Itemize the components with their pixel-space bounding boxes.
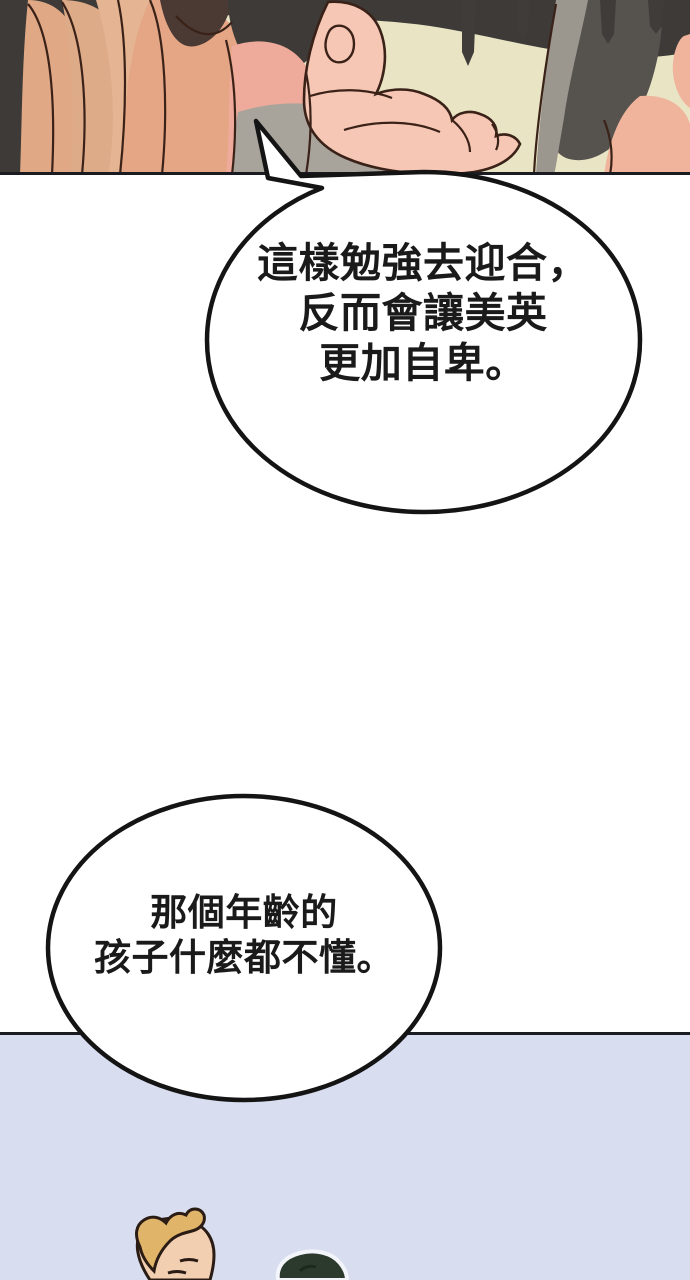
bottom-panel-background xyxy=(0,1035,690,1280)
figure-left-hair-dark xyxy=(160,0,232,47)
dark-haired-character-head xyxy=(275,1249,350,1280)
right-figure-arm-upper xyxy=(672,34,690,108)
thumb-crease xyxy=(324,24,356,64)
dark-hair-highlight xyxy=(298,1264,317,1273)
bottom-panel-artwork xyxy=(0,1035,690,1280)
blond-hair xyxy=(135,1207,206,1275)
blond-eye xyxy=(167,1270,187,1275)
bubble-lower-text: 那個年齡的 孩子什麼都不懂。 xyxy=(94,892,394,979)
wall-drip-2 xyxy=(518,0,530,40)
coat-fold-2 xyxy=(648,0,664,34)
dark-clothing-upper xyxy=(0,0,690,58)
bubble-upper-text: 這樣勉強去迎合， 反而會讓美英 更加自卑。 xyxy=(257,240,589,387)
bottom-panel xyxy=(0,1032,690,1280)
palm-line-1 xyxy=(309,89,393,100)
wall-drip-1 xyxy=(462,0,476,66)
blond-eyebrow xyxy=(179,1258,199,1263)
coat-fold-1 xyxy=(600,0,616,44)
top-panel-artwork xyxy=(0,0,690,175)
top-panel xyxy=(0,0,690,175)
blond-character-head xyxy=(135,1207,216,1280)
